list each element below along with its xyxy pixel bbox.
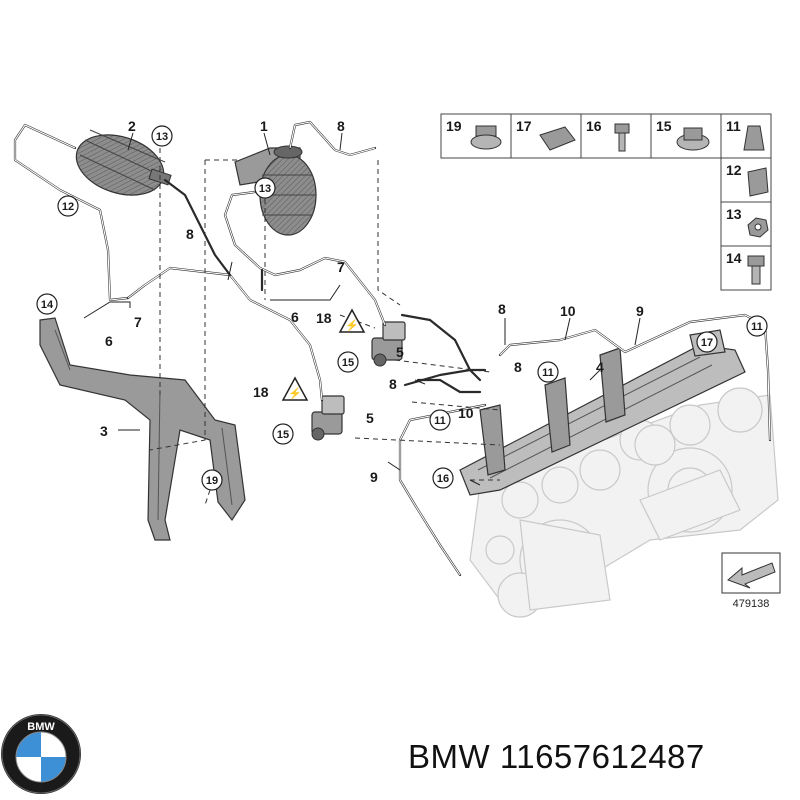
callout-8-mid: 8 [186, 226, 194, 242]
circled-callout-11-a: 11 [537, 361, 559, 383]
callout-4: 4 [596, 359, 604, 375]
legend-cell-14: 14 [720, 245, 772, 291]
bmw-logo: BMW [1, 714, 81, 794]
circled-callout-19: 19 [201, 469, 223, 491]
drawing-id-box: 479138 [721, 552, 781, 610]
legend-cell-17: 17 [510, 113, 582, 159]
svg-text:15: 15 [277, 429, 289, 441]
hex-bolt-icon [747, 255, 765, 285]
callout-10-top: 10 [560, 303, 576, 319]
svg-text:15: 15 [342, 357, 354, 369]
legend-cell-12: 12 [720, 157, 772, 203]
svg-text:11: 11 [751, 321, 763, 333]
svg-text:11: 11 [434, 415, 446, 427]
callout-7-right: 7 [337, 259, 345, 275]
svg-text:17: 17 [701, 337, 713, 349]
vacuum-reservoir-part-2 [75, 129, 172, 196]
svg-text:19: 19 [446, 118, 462, 134]
hex-nut-icon [747, 217, 769, 238]
svg-text:19: 19 [206, 475, 218, 487]
spring-clip-icon [743, 125, 765, 151]
legend-cell-19: 19 [440, 113, 512, 159]
legend-cell-11: 11 [720, 113, 772, 159]
svg-text:15: 15 [656, 118, 672, 134]
circled-callout-15-upper: 15 [337, 351, 359, 373]
callout-9-left: 9 [370, 469, 378, 485]
circled-callout-15-lower: 15 [272, 423, 294, 445]
callout-labels: 1 2 3 4 5 5 6 6 7 7 8 8 8 8 8 9 9 10 10 … [100, 118, 644, 485]
svg-text:16: 16 [586, 118, 602, 134]
svg-text:14: 14 [41, 299, 54, 311]
orientation-arrow-icon [727, 562, 776, 589]
svg-text:12: 12 [726, 162, 742, 178]
circled-callout-17: 17 [696, 331, 718, 353]
callout-6-left: 6 [105, 333, 113, 349]
svg-text:⚡: ⚡ [345, 319, 359, 332]
svg-text:13: 13 [156, 131, 168, 143]
fastener-legend: 19 17 16 15 11 12 13 [440, 113, 772, 291]
warning-triangle-upper: ⚡ [338, 308, 366, 333]
callout-9-top: 9 [636, 303, 644, 319]
bracket-part-3 [39, 317, 246, 541]
cable-clip-icon [539, 126, 576, 151]
turbo-manifold-ghost [469, 387, 779, 618]
svg-text:⚡: ⚡ [288, 387, 302, 400]
callout-1: 1 [260, 118, 268, 134]
clip-nut-icon [470, 125, 502, 150]
svg-text:11: 11 [726, 118, 741, 134]
vacuum-reservoir-part-1 [234, 145, 317, 236]
callout-2: 2 [128, 118, 136, 134]
circled-callout-11-c: 11 [746, 315, 768, 337]
legend-cell-13: 13 [720, 201, 772, 247]
svg-text:11: 11 [542, 367, 554, 379]
warning-triangle-lower: ⚡ [281, 376, 309, 401]
callout-5-lower: 5 [366, 410, 374, 426]
collar-nut-icon [676, 127, 710, 151]
callout-8-top: 8 [337, 118, 345, 134]
circled-callout-11-b: 11 [429, 409, 451, 431]
drawing-number: 479138 [733, 598, 770, 610]
callout-3: 3 [100, 423, 108, 439]
circled-callout-13-b: 13 [254, 177, 276, 199]
callout-8-lower: 8 [389, 376, 397, 392]
legend-cell-15: 15 [650, 113, 722, 159]
svg-text:16: 16 [437, 473, 449, 485]
circled-callout-16: 16 [432, 467, 454, 489]
svg-text:12: 12 [62, 201, 74, 213]
circled-callouts: 13 13 12 14 15 15 19 11 11 11 17 16 [36, 125, 768, 491]
callout-7-left: 7 [134, 314, 142, 330]
svg-text:13: 13 [726, 206, 742, 222]
legend-cell-16: 16 [580, 113, 652, 159]
callout-10-lower: 10 [458, 405, 474, 421]
part-number-caption: BMW 11657612487 [408, 738, 705, 775]
svg-text:17: 17 [516, 118, 532, 134]
svg-text:BMW: BMW [27, 721, 55, 733]
callout-5-upper: 5 [396, 344, 404, 360]
callout-18-lower: 18 [253, 384, 269, 400]
bolt-icon [614, 123, 630, 152]
solenoid-valve-upper-part-5 [371, 321, 406, 367]
solenoid-valve-lower-part-5 [311, 395, 345, 441]
leader-lines [83, 132, 641, 486]
circled-callout-12: 12 [57, 195, 79, 217]
callout-8-center: 8 [514, 359, 522, 375]
circled-callout-13-a: 13 [151, 125, 173, 147]
holder-clip-icon [747, 167, 769, 197]
assembly-dashed-lines [149, 148, 501, 506]
vacuum-lines [13, 120, 772, 577]
callout-18-upper: 18 [316, 310, 332, 326]
callout-6-right: 6 [291, 309, 299, 325]
svg-text:14: 14 [726, 250, 742, 266]
circled-callout-14: 14 [36, 293, 58, 315]
svg-text:13: 13 [259, 183, 271, 195]
callout-8-right: 8 [498, 301, 506, 317]
